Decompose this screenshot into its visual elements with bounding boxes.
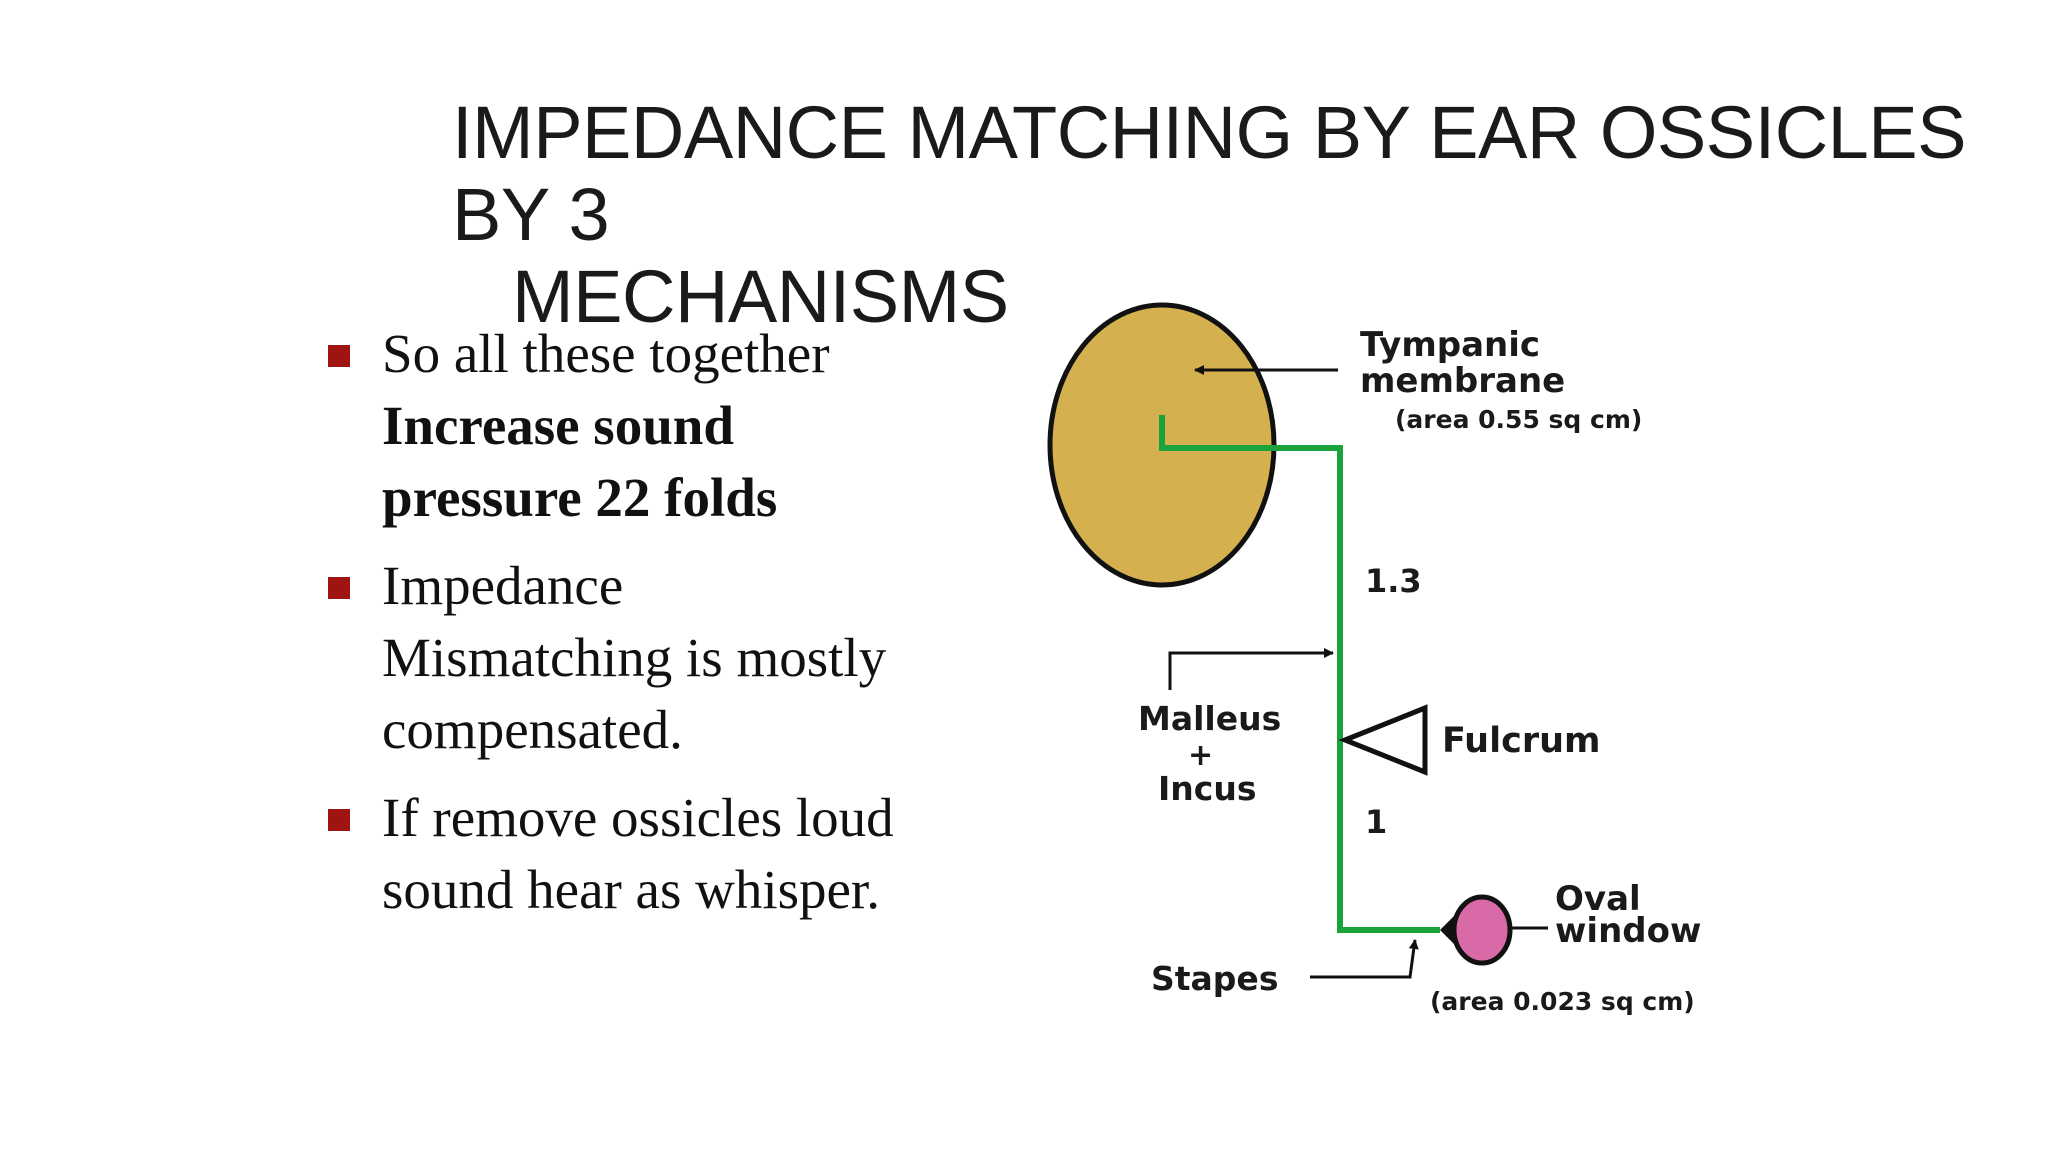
incus-label: Incus: [1158, 769, 1256, 808]
stapes-label: Stapes: [1151, 959, 1278, 998]
bullet-marker: [328, 809, 350, 831]
bullet-item-3: If remove ossicles loud sound hear as wh…: [320, 782, 1020, 926]
bullet-3-line-1: If remove ossicles loud: [382, 787, 894, 848]
oval-label-line-1: Oval: [1555, 879, 1641, 919]
malleus-label: Malleus: [1138, 699, 1281, 738]
lever-line: [1159, 415, 1440, 933]
bullet-1-bold-line-1: Increase sound: [382, 395, 734, 456]
bullet-marker: [328, 345, 350, 367]
tympanic-area-label: (area 0.55 sq cm): [1395, 405, 1642, 434]
fulcrum-label: Fulcrum: [1442, 721, 1600, 761]
ratio-lower-label: 1: [1365, 803, 1387, 841]
oval-window-shape: [1451, 894, 1513, 966]
fulcrum-triangle: [1338, 704, 1428, 776]
bullet-1-bold-line-2: pressure 22 folds: [382, 467, 778, 528]
bullet-2-line-3: compensated.: [382, 699, 683, 760]
plus-label: +: [1188, 738, 1213, 773]
tympanic-label-line-1: Tympanic: [1360, 325, 1540, 365]
ratio-upper-label: 1.3: [1365, 562, 1422, 600]
bullet-1-line-1: So all these together: [382, 323, 830, 384]
bullet-marker: [328, 577, 350, 599]
tympanic-label-line-2: membrane: [1360, 361, 1565, 401]
bullet-item-2: Impedance Mismatching is mostly compensa…: [320, 550, 1020, 766]
oval-label-line-2: window: [1555, 911, 1701, 951]
slide-title: IMPEDANCE MATCHING BY EAR OSSICLES BY 3 …: [452, 92, 2042, 338]
bullet-item-1: So all these together Increase sound pre…: [320, 318, 1020, 534]
stapes-pointer-arrow: [1310, 939, 1419, 979]
title-line-2: MECHANISMS: [512, 255, 1009, 338]
bullet-2-line-2: Mismatching is mostly: [382, 627, 887, 688]
ossicle-lever-diagram: Tympanic membrane (area 0.55 sq cm) 1.3 …: [1047, 302, 1701, 1016]
bullet-3-line-2: sound hear as whisper.: [382, 859, 880, 920]
oval-area-label: (area 0.023 sq cm): [1430, 987, 1695, 1016]
bullet-list: So all these together Increase sound pre…: [320, 318, 1020, 942]
malleus-pointer-arrow: [1168, 648, 1334, 690]
bullet-2-line-1: Impedance: [382, 555, 624, 616]
title-line-1: IMPEDANCE MATCHING BY EAR OSSICLES BY 3: [452, 91, 1967, 256]
